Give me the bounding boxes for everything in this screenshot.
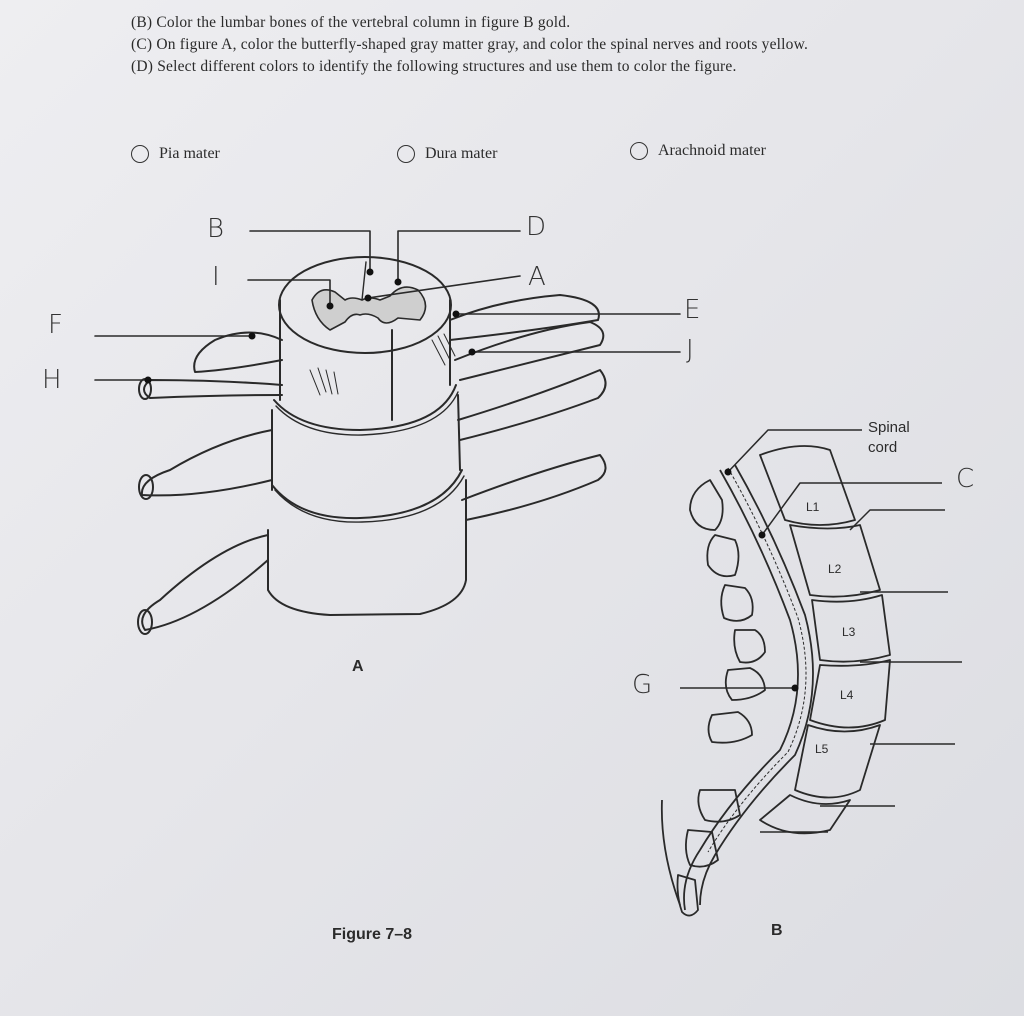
label-e: E [684, 295, 701, 325]
option-label: Pia mater [159, 145, 220, 162]
label-d: D [526, 212, 547, 242]
spinal-cord-label: Spinal cord [868, 419, 910, 456]
instruction-d: (D) Select different colors to identify … [131, 58, 737, 75]
vertebra-label-l1: L1 [806, 500, 820, 514]
vertebra-label-l4: L4 [840, 688, 854, 702]
instruction-b: (B) Color the lumbar bones of the verteb… [131, 14, 571, 31]
option-arachnoid-mater[interactable]: Arachnoid mater [630, 142, 766, 160]
label-i: I [212, 262, 220, 292]
vertebra-label-l5: L5 [815, 742, 829, 756]
vertebra-label-l2: L2 [828, 562, 842, 576]
instruction-c: (C) On figure A, color the butterfly-sha… [131, 36, 809, 53]
vertebra-label-l3: L3 [842, 625, 856, 639]
figure-a-caption: A [352, 658, 364, 675]
instructions-block: (B) Color the lumbar bones of the verteb… [131, 12, 811, 78]
label-c: C [956, 464, 975, 494]
label-a: A [528, 262, 546, 292]
radio-circle-icon[interactable] [630, 142, 648, 160]
option-dura-mater[interactable]: Dura mater [397, 145, 497, 163]
label-h: H [42, 365, 62, 395]
label-j: J [686, 335, 694, 365]
option-label: Dura mater [425, 145, 498, 162]
figure-caption: Figure 7–8 [332, 926, 413, 943]
label-f: F [48, 310, 63, 340]
label-g: G [632, 670, 653, 700]
radio-circle-icon[interactable] [397, 145, 415, 163]
option-pia-mater[interactable]: Pia mater [131, 145, 220, 163]
radio-circle-icon[interactable] [131, 145, 149, 163]
figure-b-caption: B [771, 922, 783, 939]
option-label: Arachnoid mater [658, 142, 766, 159]
label-b: B [207, 214, 225, 244]
